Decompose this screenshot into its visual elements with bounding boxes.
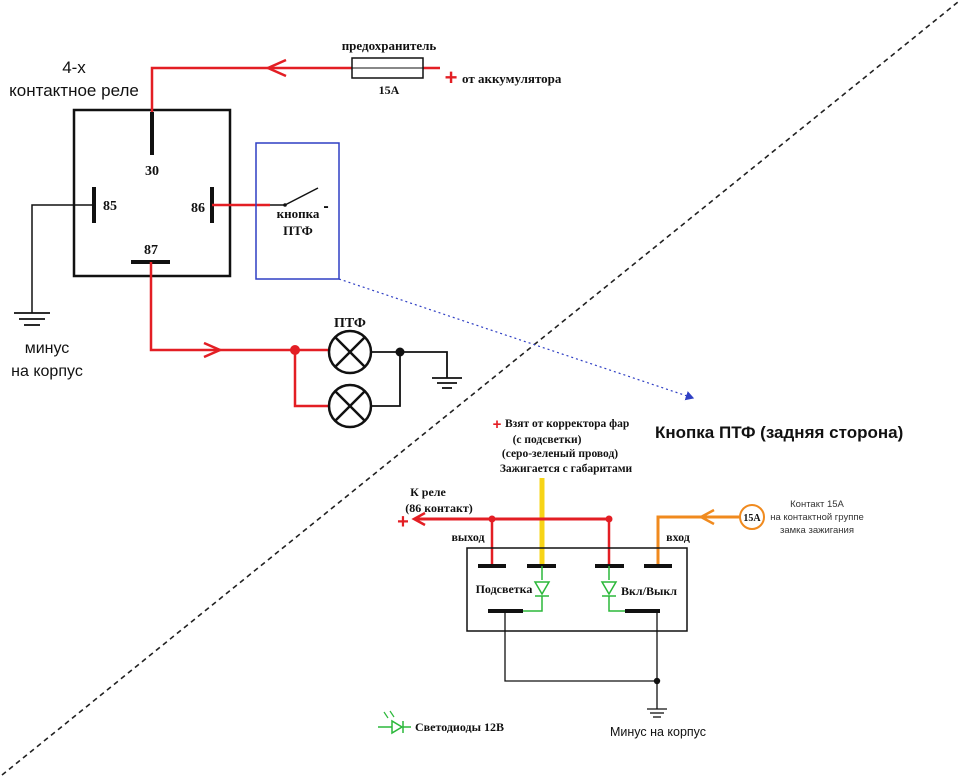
output-label: выход: [451, 530, 484, 544]
led-backlight: [523, 566, 551, 612]
switch-frame: [255, 142, 340, 280]
pin-86-label: 86: [191, 201, 205, 216]
wire-arrow-bottom: [203, 341, 224, 359]
pin-85-label: 85: [103, 199, 117, 214]
ground-symbol-lamps: [432, 377, 462, 389]
button-back-diagram: Кнопка ПТФ (задняя сторона) + Взят от ко…: [378, 416, 903, 739]
ground-symbol-button: [647, 708, 667, 718]
fuse-badge-circle: [739, 504, 765, 530]
button-ground-label: Минус на корпус: [610, 725, 706, 739]
junction-ground: [653, 677, 661, 685]
corrector-line3: (серо-зеленый провод): [502, 448, 618, 460]
button-back-title: Кнопка ПТФ (задняя сторона): [655, 423, 903, 442]
fuse-rating: 15А: [379, 83, 400, 97]
junction-red-right: [605, 515, 613, 523]
lamps-label: ПТФ: [334, 316, 366, 331]
switch-label-line1: кнопка: [277, 206, 320, 221]
relay-circuit: 4-х контактное реле 30 85 86 87 предохра…: [9, 38, 695, 429]
contact-line3: замка зажигания: [780, 525, 854, 536]
contact-line2: на контактной группе: [770, 512, 864, 523]
pin-30-label: 30: [145, 164, 159, 179]
lamp-icon-lower: [327, 383, 373, 429]
switch-label-line2: ПТФ: [283, 223, 313, 238]
led-legend-label: Светодиоды 12В: [415, 720, 504, 734]
wire-lamps-to-ground: [371, 351, 448, 378]
switch-minus: -: [323, 198, 328, 215]
ground-left-line1: минус: [25, 340, 70, 357]
corrector-line2: (с подсветки): [513, 434, 582, 446]
junction-red-left: [488, 515, 496, 523]
wire-fuse-to-30: [150, 66, 352, 112]
battery-label: от аккумулятора: [462, 71, 562, 86]
backlight-label: Подсветка: [476, 582, 533, 596]
led-onoff: [600, 566, 625, 612]
contact-line1: Контакт 15А: [790, 499, 844, 510]
ground-left-line2: на корпус: [11, 363, 83, 380]
wire-arrow-top: [264, 58, 287, 78]
to-relay-line2: (86 контакт): [405, 501, 473, 515]
battery-plus: +: [445, 65, 458, 90]
wire-ground-button: [504, 611, 657, 682]
wire-87-to-lamps: [149, 262, 329, 352]
corrector-plus: +: [493, 416, 502, 433]
pin-87-label: 87: [144, 243, 158, 258]
pointer-to-button-back: [338, 278, 695, 401]
relay-title-line2: контактное реле: [9, 81, 139, 100]
fuse-label: предохранитель: [342, 38, 437, 53]
to-relay-line1: К реле: [410, 485, 446, 499]
onoff-label: Вкл/Выкл: [621, 584, 677, 598]
input-label: вход: [666, 530, 690, 544]
corrector-line4: Зажигается с габаритами: [500, 463, 633, 475]
wire-85-to-ground: [31, 204, 94, 313]
ground-symbol-left: [14, 312, 50, 326]
button-body: [466, 547, 688, 632]
wire-red-lower-lamp: [293, 350, 329, 408]
lamp-icon-upper: [327, 329, 373, 375]
corrector-line1: Взят от корректора фар: [505, 418, 629, 430]
fuse-badge-text: 15А: [743, 513, 761, 524]
wire-orange-input: [656, 515, 740, 566]
to-relay-plus: +: [397, 511, 409, 533]
wire-red-arrow: [411, 511, 426, 527]
switch-symbol: [270, 187, 319, 207]
relay-title-line1: 4-х: [62, 58, 86, 77]
junction-black: [395, 347, 405, 357]
wire-lower-lamp-return: [371, 352, 401, 407]
led-legend-icon: [378, 710, 411, 735]
wire-orange-arrow: [698, 508, 715, 526]
